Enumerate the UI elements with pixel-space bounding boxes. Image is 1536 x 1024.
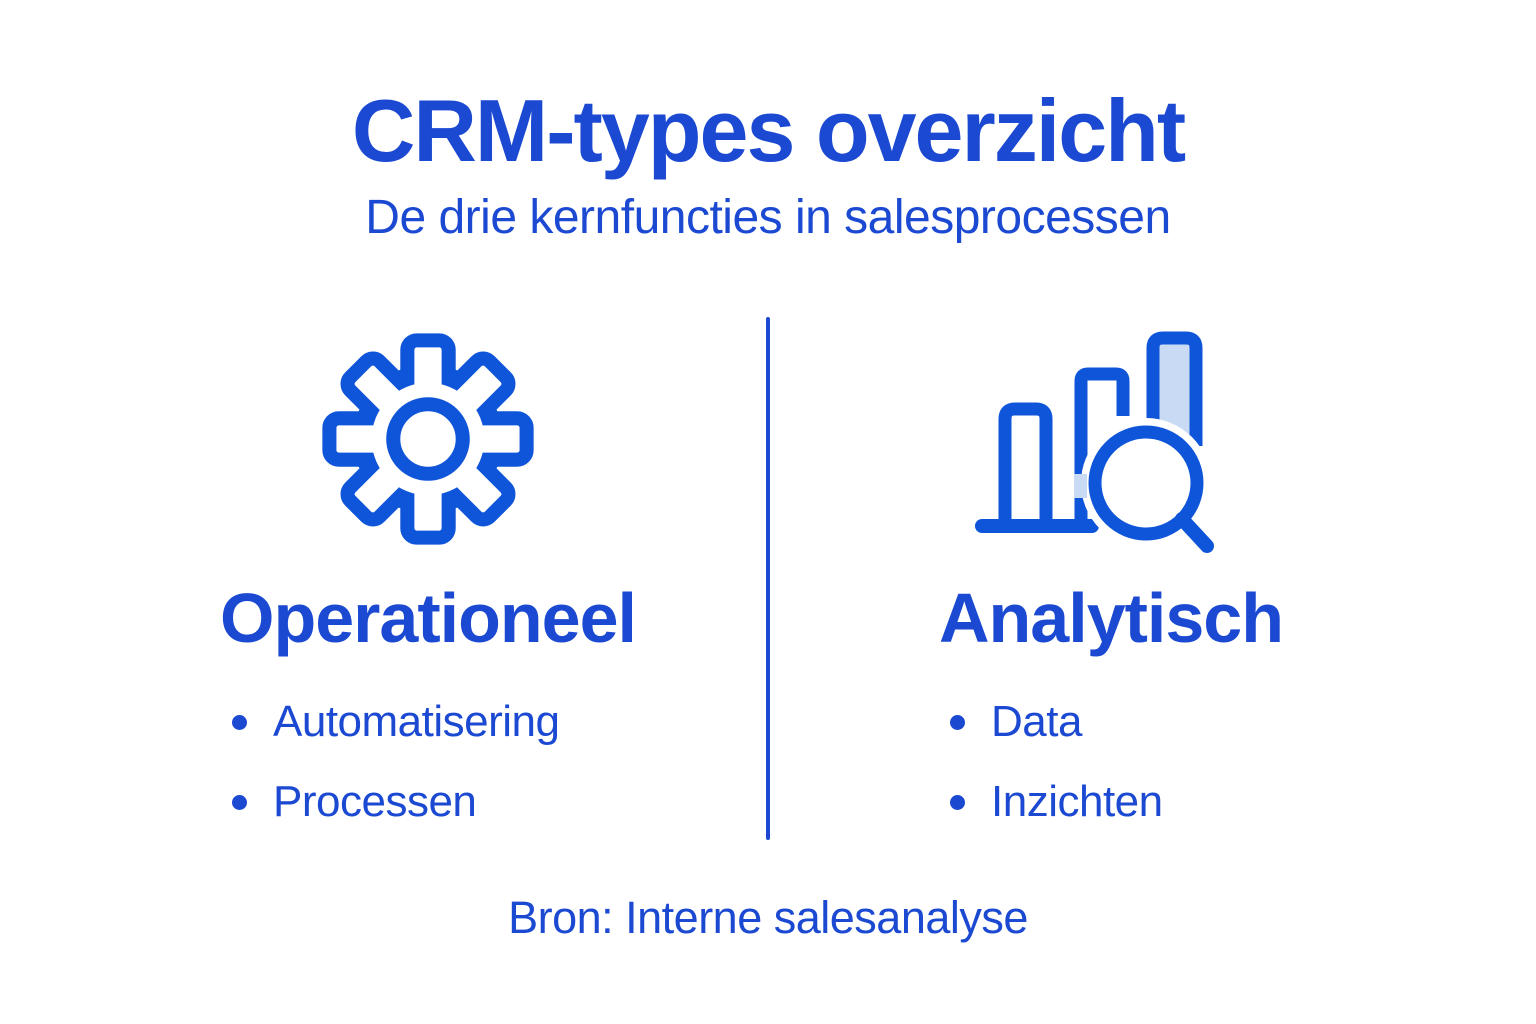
bullet-dot [232,714,247,730]
column-heading-analytisch: Analytisch [939,579,1284,657]
list-item: Data [950,682,1163,762]
column-divider [766,317,770,840]
bullet-list-operationeel: Automatisering Processen [232,682,560,842]
bullet-text: Data [991,697,1082,746]
list-item: Automatisering [232,682,560,762]
gear-icon [322,333,534,545]
page-subtitle: De drie kernfuncties in salesprocessen [365,191,1171,244]
bar-chart-magnifier-icon [975,331,1214,553]
bullet-dot [950,794,965,810]
bullet-dot [950,714,965,730]
source-note: Bron: Interne salesanalyse [508,892,1028,943]
column-heading-operationeel: Operationeel [220,579,637,657]
bullet-dot [232,794,247,810]
bullet-text: Processen [273,777,477,826]
bullet-list-analytisch: Data Inzichten [950,682,1163,842]
bullet-text: Inzichten [991,777,1163,826]
list-item: Inzichten [950,762,1163,842]
bullet-text: Automatisering [273,697,560,746]
page-title: CRM-types overzicht [351,81,1186,180]
list-item: Processen [232,762,559,842]
